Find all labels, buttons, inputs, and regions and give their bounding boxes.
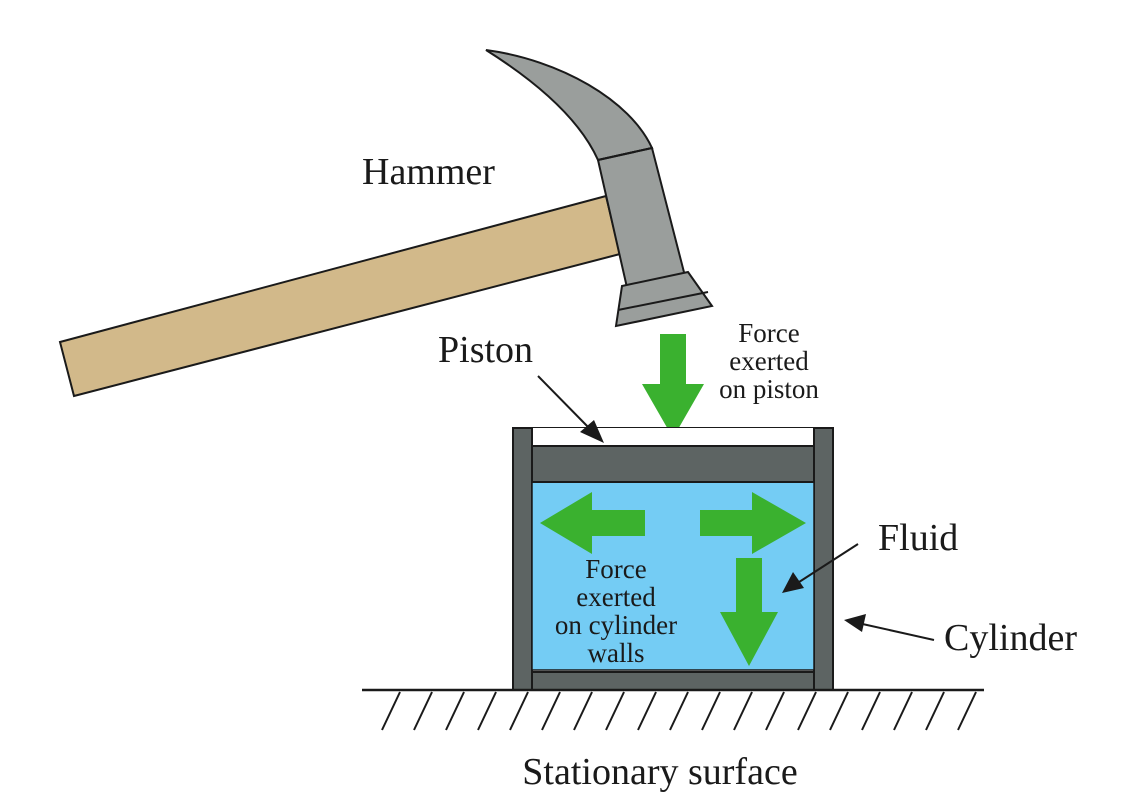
cylinder-assembly [512, 427, 834, 691]
hammer-face [614, 270, 714, 328]
hammer-head [596, 146, 688, 294]
fluid-leader-arrow-icon [782, 543, 859, 593]
hammer-claw [485, 49, 654, 162]
cylinder-label: Cylinder [944, 617, 1077, 659]
force-right-arrow-icon [700, 492, 806, 554]
force-walls-line-4: walls [588, 638, 645, 668]
force-piston-caption: Force exerted on piston [719, 318, 819, 404]
force-walls-line-1: Force [585, 554, 646, 584]
force-piston-line-3: on piston [719, 374, 819, 404]
force-left-arrow-icon [540, 492, 645, 554]
cylinder-leader-arrow-icon [844, 614, 935, 641]
force-down-arrow-icon [720, 558, 778, 666]
fluid-label: Fluid [878, 517, 958, 559]
force-piston-line-1: Force [738, 318, 799, 348]
force-walls-line-2: exerted [576, 582, 656, 612]
force-walls-caption: Force exerted on cylinder walls [555, 554, 677, 668]
piston-label: Piston [438, 329, 533, 371]
force-walls-line-3: on cylinder [555, 610, 677, 640]
force-piston-arrow-icon [642, 334, 704, 438]
piston [531, 445, 815, 483]
piston-leader-arrow-icon [537, 375, 604, 443]
hammer-label: Hammer [362, 151, 495, 193]
hammer-icon [58, 49, 714, 398]
hammer-handle [58, 194, 622, 398]
surface-label: Stationary surface [522, 751, 797, 793]
stationary-surface [362, 688, 984, 731]
force-piston-line-2: exerted [729, 346, 809, 376]
